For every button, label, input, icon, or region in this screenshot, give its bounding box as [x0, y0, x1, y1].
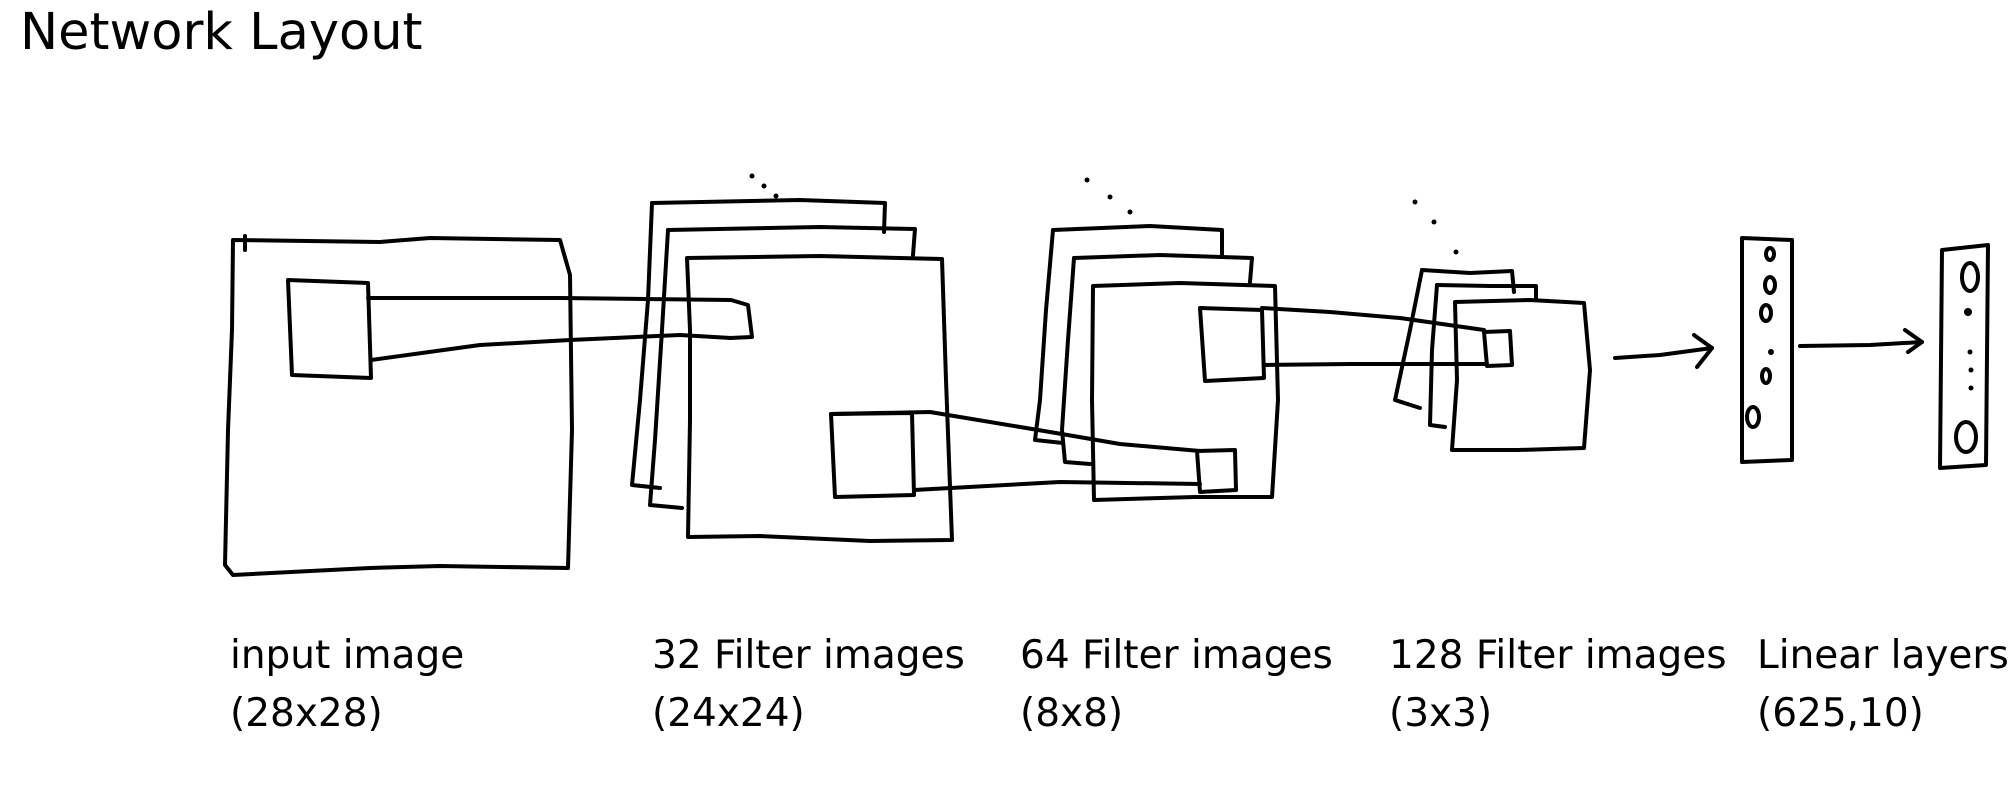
stage-name: Linear layers: [1757, 633, 2009, 678]
stage-name: 64 Filter images: [1020, 633, 1333, 678]
connection-64-to-128: [1260, 306, 1489, 367]
arrow-to-linear-1: [1613, 333, 1714, 369]
stage-name: 128 Filter images: [1389, 633, 1727, 678]
input-image-square: [223, 234, 574, 577]
filter64-receptive-field-bottom: [1195, 448, 1238, 494]
stage-size: (3x3): [1389, 691, 1493, 736]
stage-size: (24x24): [652, 691, 805, 736]
filter32-dots: [749, 173, 779, 199]
filter-stack-64: [1033, 224, 1280, 502]
stage-label-input-image: input image (28x28): [230, 627, 464, 743]
stage-label-64-filter: 64 Filter images (8x8): [1020, 627, 1333, 743]
filter64-receptive-field-top: [1198, 306, 1266, 383]
filter128-dots: [1412, 199, 1459, 255]
stage-name: input image: [230, 633, 465, 678]
filter32-receptive-field: [829, 411, 916, 499]
input-receptive-field: [286, 278, 373, 380]
filter128-receptive-field: [1482, 329, 1514, 368]
diagram-title: Network Layout: [20, 3, 423, 62]
linear-layer-2: [1938, 243, 1990, 470]
stage-size: (625,10): [1757, 691, 1924, 736]
connection-32-to-64: [829, 410, 1202, 492]
arrow-to-linear-2: [1798, 328, 1924, 354]
stage-label-128-filter: 128 Filter images (3x3): [1389, 627, 1727, 743]
filter-stack-128: [1393, 268, 1592, 452]
connection-input-to-32: [366, 296, 754, 362]
filter-stack-32: [630, 198, 954, 543]
stage-size: (8x8): [1020, 691, 1124, 736]
stage-label-32-filter: 32 Filter images (24x24): [652, 627, 965, 743]
filter64-dots: [1084, 177, 1133, 215]
stage-name: 32 Filter images: [652, 633, 965, 678]
stage-size: (28x28): [230, 691, 383, 736]
linear-layer-1: [1740, 236, 1794, 464]
stage-label-linear-layers: Linear layers (625,10): [1757, 627, 2009, 743]
